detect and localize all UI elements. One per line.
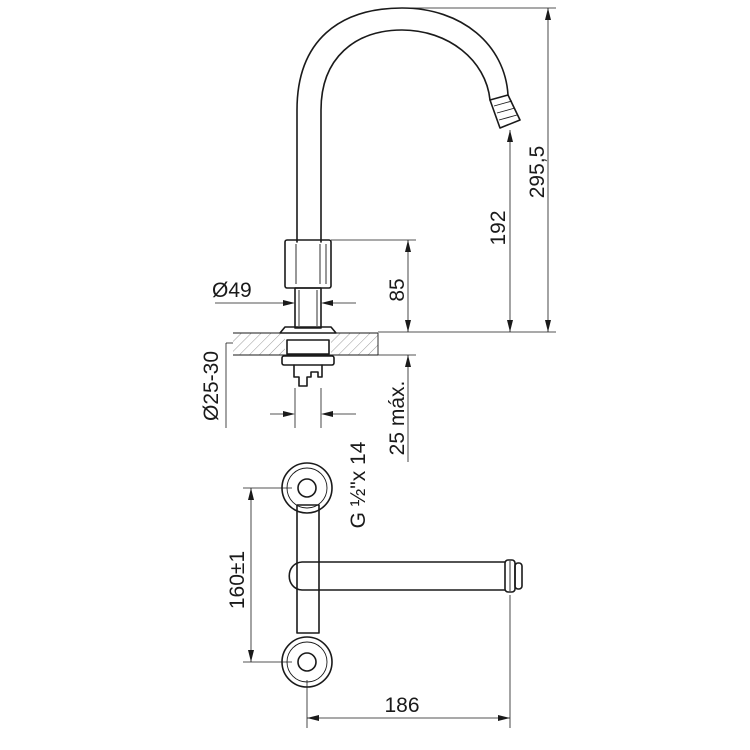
connection-tail <box>293 364 323 387</box>
shank <box>294 287 322 329</box>
max-thickness-label: 25 máx. <box>386 381 409 456</box>
faucet-body <box>284 239 332 289</box>
spout-outline <box>296 7 509 243</box>
spout-height-label: 192 <box>487 210 510 245</box>
top-view-dimensions: 160±1 186 <box>226 487 511 728</box>
reach-label: 186 <box>384 694 419 717</box>
side-view-dimensions: 295,5 192 85 Ø49 Ø25-30 25 má <box>200 7 556 528</box>
hole-diameter-label: Ø25-30 <box>200 351 223 421</box>
center-distance-label: 160±1 <box>226 551 249 609</box>
total-height-label: 295,5 <box>526 146 549 199</box>
fixing-nut <box>281 355 335 366</box>
faucet-side-view <box>233 7 521 387</box>
thread-label: G ½"x 14 <box>347 441 370 528</box>
body-height-label: 85 <box>386 278 409 301</box>
top-body-bar <box>296 504 320 634</box>
fixing-washer <box>286 339 330 355</box>
aerator <box>489 94 521 129</box>
faucet-top-view <box>281 462 523 688</box>
body-diameter-label: Ø49 <box>212 279 252 302</box>
countertop <box>233 332 379 356</box>
top-spout-arm <box>288 561 506 591</box>
